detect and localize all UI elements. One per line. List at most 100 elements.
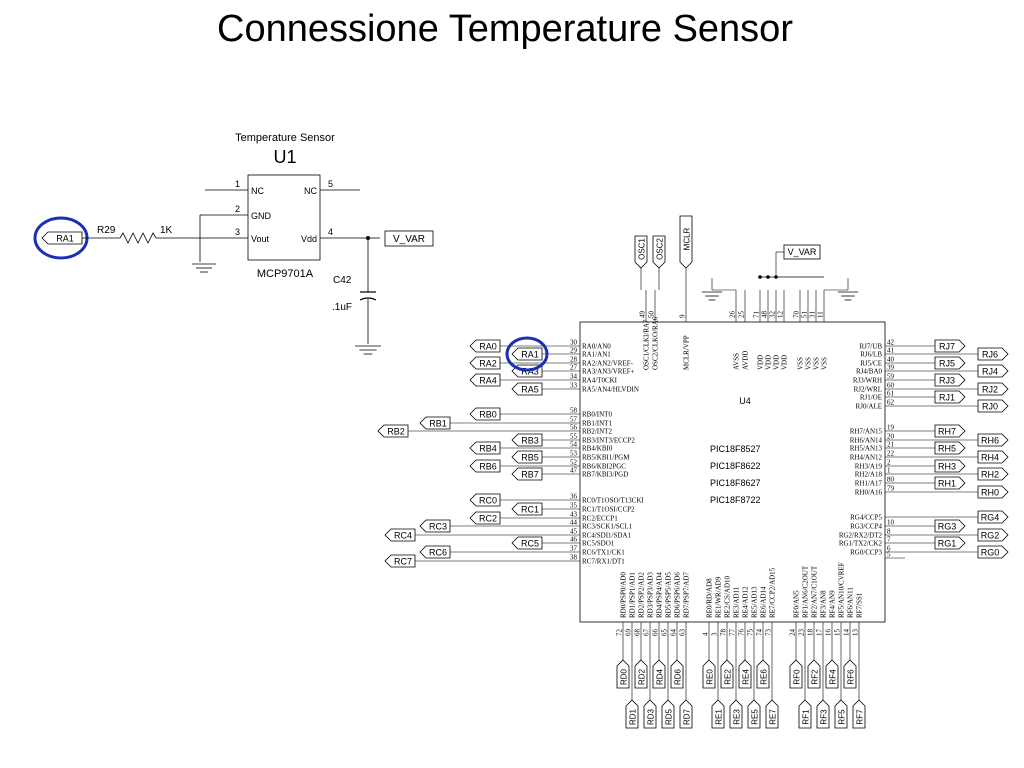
port-label: RG3 <box>938 522 957 532</box>
port-label: RA2 <box>479 359 497 369</box>
mcu-pin-number: 26 <box>729 311 737 319</box>
net-label: V_VAR <box>788 247 817 257</box>
port-connector <box>419 416 451 430</box>
mcu-pin-number: 18 <box>807 629 815 637</box>
port-connector <box>765 699 779 729</box>
port-connector <box>756 659 770 689</box>
port-label: RH1 <box>938 479 956 489</box>
port-connector <box>852 699 866 729</box>
port-label: RJ2 <box>982 385 998 395</box>
port-connector <box>711 699 725 729</box>
mcu-pin-number: 79 <box>887 485 895 493</box>
port-label: RA0 <box>479 342 497 352</box>
mcu-pin-number: 56 <box>570 424 578 432</box>
mcu-pin-name: RD5/PSP5/AD5 <box>665 572 673 618</box>
port-connector <box>977 399 1009 413</box>
port-label: RD1 <box>629 708 638 725</box>
mcu-pin-number: 19 <box>887 424 895 432</box>
mcu-pin-name: RJ1/OE <box>860 394 882 402</box>
mcu-pin-name: VDD <box>765 355 773 370</box>
mcu-pin-number: 3 <box>711 632 719 636</box>
port-label: RJ1 <box>939 393 955 403</box>
mcu-pin-name: RF7/SS1 <box>856 592 864 618</box>
mcu-pin-name: RF2/AN7/C1OUT <box>811 565 819 618</box>
port-connector <box>843 659 857 689</box>
sensor-caption: Temperature Sensor <box>235 132 335 144</box>
mcu-pin-number: 48 <box>761 311 769 319</box>
port-connector <box>419 545 451 559</box>
port-connector <box>977 485 1009 499</box>
port-label: RF0 <box>793 669 802 685</box>
port-connector <box>511 450 543 464</box>
port-label: RJ4 <box>982 367 998 377</box>
port-connector <box>652 235 666 269</box>
mcu-pin-number: 74 <box>756 629 764 637</box>
port-label: RH3 <box>938 462 956 472</box>
port-label: RB5 <box>521 453 539 463</box>
port-connector <box>747 699 761 729</box>
mcu-pin-name: RH5/AN13 <box>850 445 883 453</box>
sensor-pin-number: 2 <box>235 204 240 214</box>
port-connector <box>977 450 1009 464</box>
port-connector <box>469 339 501 353</box>
mcu-pin-name: MCLR/VPP <box>683 335 691 370</box>
capacitor-value: .1uF <box>332 302 352 313</box>
mcu-pin-number: 46 <box>570 536 578 544</box>
mcu-pin-number: 21 <box>887 441 895 449</box>
sensor-ref: U1 <box>273 147 296 167</box>
sensor-pin-number: 5 <box>328 179 333 189</box>
mcu-pin-number: 45 <box>570 528 578 536</box>
mcu-pin-name: RH1/A17 <box>855 480 883 488</box>
mcu-pin-number: 28 <box>570 356 578 364</box>
mcu-pin-name: RH0/A16 <box>855 489 883 497</box>
mcu-pin-name: RA5/AN4/HLVDIN <box>582 386 639 394</box>
port-label: RH6 <box>981 436 999 446</box>
mcu-pin-name: RF1/AN6/C2OUT <box>802 565 810 618</box>
sensor-body <box>247 174 321 261</box>
port-label: RE1 <box>715 709 724 725</box>
mcu-pin-number: 33 <box>570 382 578 390</box>
port-connector <box>511 433 543 447</box>
mcu-pin-number: 32 <box>769 311 777 319</box>
mcu-pin-name: RJ5/CE <box>860 360 882 368</box>
port-label: RF6 <box>847 669 856 685</box>
port-label: MCLR <box>683 227 692 250</box>
port-label: RC3 <box>429 522 447 532</box>
port-connector <box>616 659 630 689</box>
port-label: RJ7 <box>939 342 955 352</box>
mcu-pin-name: VDD <box>781 355 789 370</box>
mcu-pin-number: 15 <box>834 629 842 637</box>
port-connector <box>469 493 501 507</box>
sensor-pin-name: Vdd <box>301 234 317 244</box>
mcu-pin-number: 73 <box>765 629 773 637</box>
mcu-pin-number: 71 <box>753 311 761 319</box>
mcu-pin-name: RF5/AN10/CVREF <box>838 562 846 618</box>
sensor-pin-name: GND <box>251 211 272 221</box>
mcu-pin-name: VSS <box>797 357 805 370</box>
port-label: RH4 <box>981 453 999 463</box>
junction-dot <box>758 275 762 279</box>
port-label: RE5 <box>751 709 760 725</box>
mcu-pin-name: RG4/CCP5 <box>850 514 882 522</box>
port-connector <box>977 528 1009 542</box>
mcu-pin-number: 20 <box>887 433 895 441</box>
mcu-pin-name: RA0/AN0 <box>582 343 611 351</box>
port-connector <box>384 528 416 542</box>
port-connector <box>825 659 839 689</box>
mcu-pin-number: 59 <box>887 373 895 381</box>
mcu-pin-number: 65 <box>661 629 669 637</box>
slide-title: Connessione Temperature Sensor <box>217 8 793 50</box>
port-label: RA1 <box>521 350 539 360</box>
port-connector <box>702 659 716 689</box>
port-label: RD2 <box>638 668 647 685</box>
mcu-pin-name: RA3/AN3/VREF+ <box>582 368 635 376</box>
mcu-pin-number: 70 <box>793 311 801 319</box>
mcu-pin-number: 55 <box>570 433 578 441</box>
mcu-pin-number: 13 <box>852 629 860 637</box>
port-connector <box>661 699 675 729</box>
mcu-pin-name: OSC1/CLKI/RA7 <box>643 319 651 370</box>
port-label: RF1 <box>802 709 811 725</box>
mcu-pin-name: RC1/T1OSI/CCP2 <box>582 506 635 514</box>
mcu-pin-name: RE5/AD13 <box>751 586 759 618</box>
mcu-pin-name: RH2/A18 <box>855 471 883 479</box>
